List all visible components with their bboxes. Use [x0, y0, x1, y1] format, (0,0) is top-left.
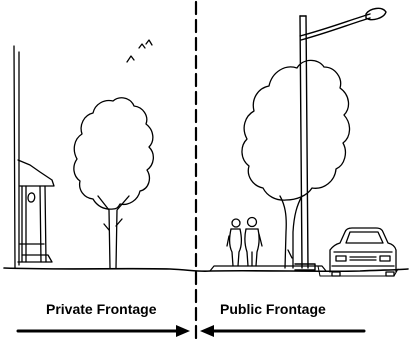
street-light [294, 7, 387, 271]
arrow-right [16, 325, 190, 337]
deciduous-tree-left [73, 97, 154, 269]
ground-line [3, 267, 409, 273]
birds [126, 39, 153, 63]
private-frontage-label: Private Frontage [46, 301, 157, 317]
parked-car [329, 227, 397, 277]
house-facade [13, 45, 55, 269]
two-pedestrians [226, 216, 263, 267]
deciduous-tree-right [241, 59, 351, 269]
sidewalk-edge [209, 265, 327, 272]
public-frontage-label: Public Frontage [220, 301, 326, 317]
arrow-left [200, 325, 366, 337]
